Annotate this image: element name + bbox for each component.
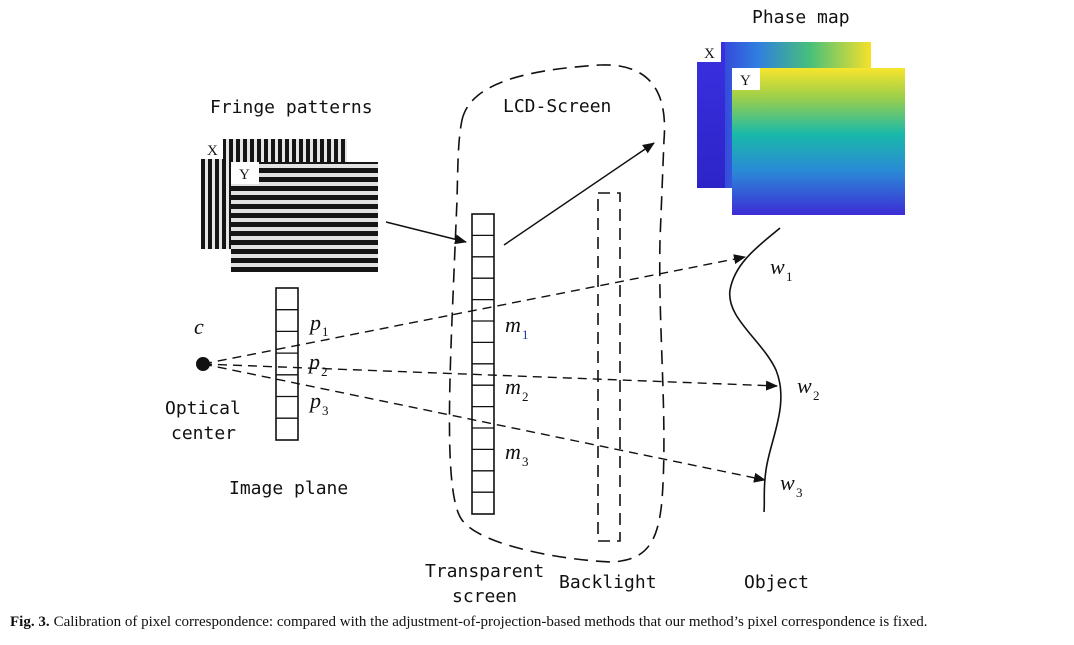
fringe-pattern-y: Y (231, 162, 378, 272)
fringe-y-tab (231, 162, 259, 184)
svg-text:m: m (505, 374, 521, 399)
optical-center-label-line2: center (171, 423, 236, 444)
svg-text:3: 3 (796, 485, 803, 500)
svg-text:2: 2 (813, 388, 820, 403)
fringe-x-tab (201, 139, 223, 159)
svg-text:1: 1 (322, 324, 329, 339)
w1-label: w 1 (770, 254, 793, 284)
transparent-screen (471, 213, 495, 515)
arrow-screen-to-phase-map (503, 142, 655, 246)
p2-label: p 2 (307, 349, 328, 379)
lcd-screen-outline (448, 64, 666, 563)
svg-text:3: 3 (522, 454, 529, 469)
svg-text:2: 2 (522, 389, 529, 404)
svg-text:m: m (505, 439, 521, 464)
m2-label: m 2 (505, 374, 529, 404)
svg-text:p: p (308, 310, 321, 335)
phase-map-x-tab-label: X (704, 46, 715, 62)
phase-map-label: Phase map (752, 7, 850, 28)
svg-text:m: m (505, 312, 521, 337)
ray-2 (202, 363, 778, 391)
fringe-x-tab-label: X (207, 143, 218, 159)
phase-map-y-tab (732, 68, 760, 90)
figure-number: Fig. 3. (10, 614, 50, 630)
optical-center-label-line1: Optical (165, 398, 241, 419)
svg-text:1: 1 (522, 327, 529, 342)
caption-text: Calibration of pixel correspondence: com… (53, 614, 928, 630)
p3-label: p 3 (308, 388, 329, 418)
w2-label: w 2 (797, 373, 820, 403)
svg-text:p: p (307, 349, 320, 374)
backlight (597, 192, 621, 542)
svg-text:1: 1 (786, 269, 793, 284)
image-plane-label: Image plane (229, 478, 348, 499)
svg-text:w: w (770, 254, 785, 279)
w3-label: w 3 (780, 470, 803, 500)
transparent-screen-label-line1: Transparent (425, 561, 544, 582)
fringe-y-tab-label: Y (239, 167, 250, 183)
phase-map-x-tab (697, 42, 721, 62)
m1-label: m 1 (505, 312, 529, 342)
optical-center-point (196, 357, 210, 371)
p1-label: p 1 (308, 310, 329, 339)
svg-text:p: p (308, 388, 321, 413)
ray-3 (202, 363, 766, 483)
figure-caption: Fig. 3.Calibration of pixel corresponden… (10, 614, 1070, 631)
image-plane (275, 287, 299, 441)
phase-map-y: Y (732, 68, 905, 215)
lcd-screen-label: LCD-Screen (503, 96, 611, 117)
backlight-label: Backlight (559, 572, 657, 593)
ray-1 (202, 254, 746, 365)
phase-map-y-tab-label: Y (740, 73, 751, 89)
transparent-screen-label-line2: screen (452, 586, 517, 607)
arrow-fringe-to-screen (385, 221, 467, 245)
svg-text:w: w (780, 470, 795, 495)
svg-text:3: 3 (322, 403, 329, 418)
object-label: Object (744, 572, 809, 593)
svg-text:w: w (797, 373, 812, 398)
m3-label: m 3 (505, 439, 529, 469)
c-symbol: c (194, 314, 204, 339)
fringe-patterns-label: Fringe patterns (210, 97, 373, 118)
svg-text:2: 2 (321, 364, 328, 379)
